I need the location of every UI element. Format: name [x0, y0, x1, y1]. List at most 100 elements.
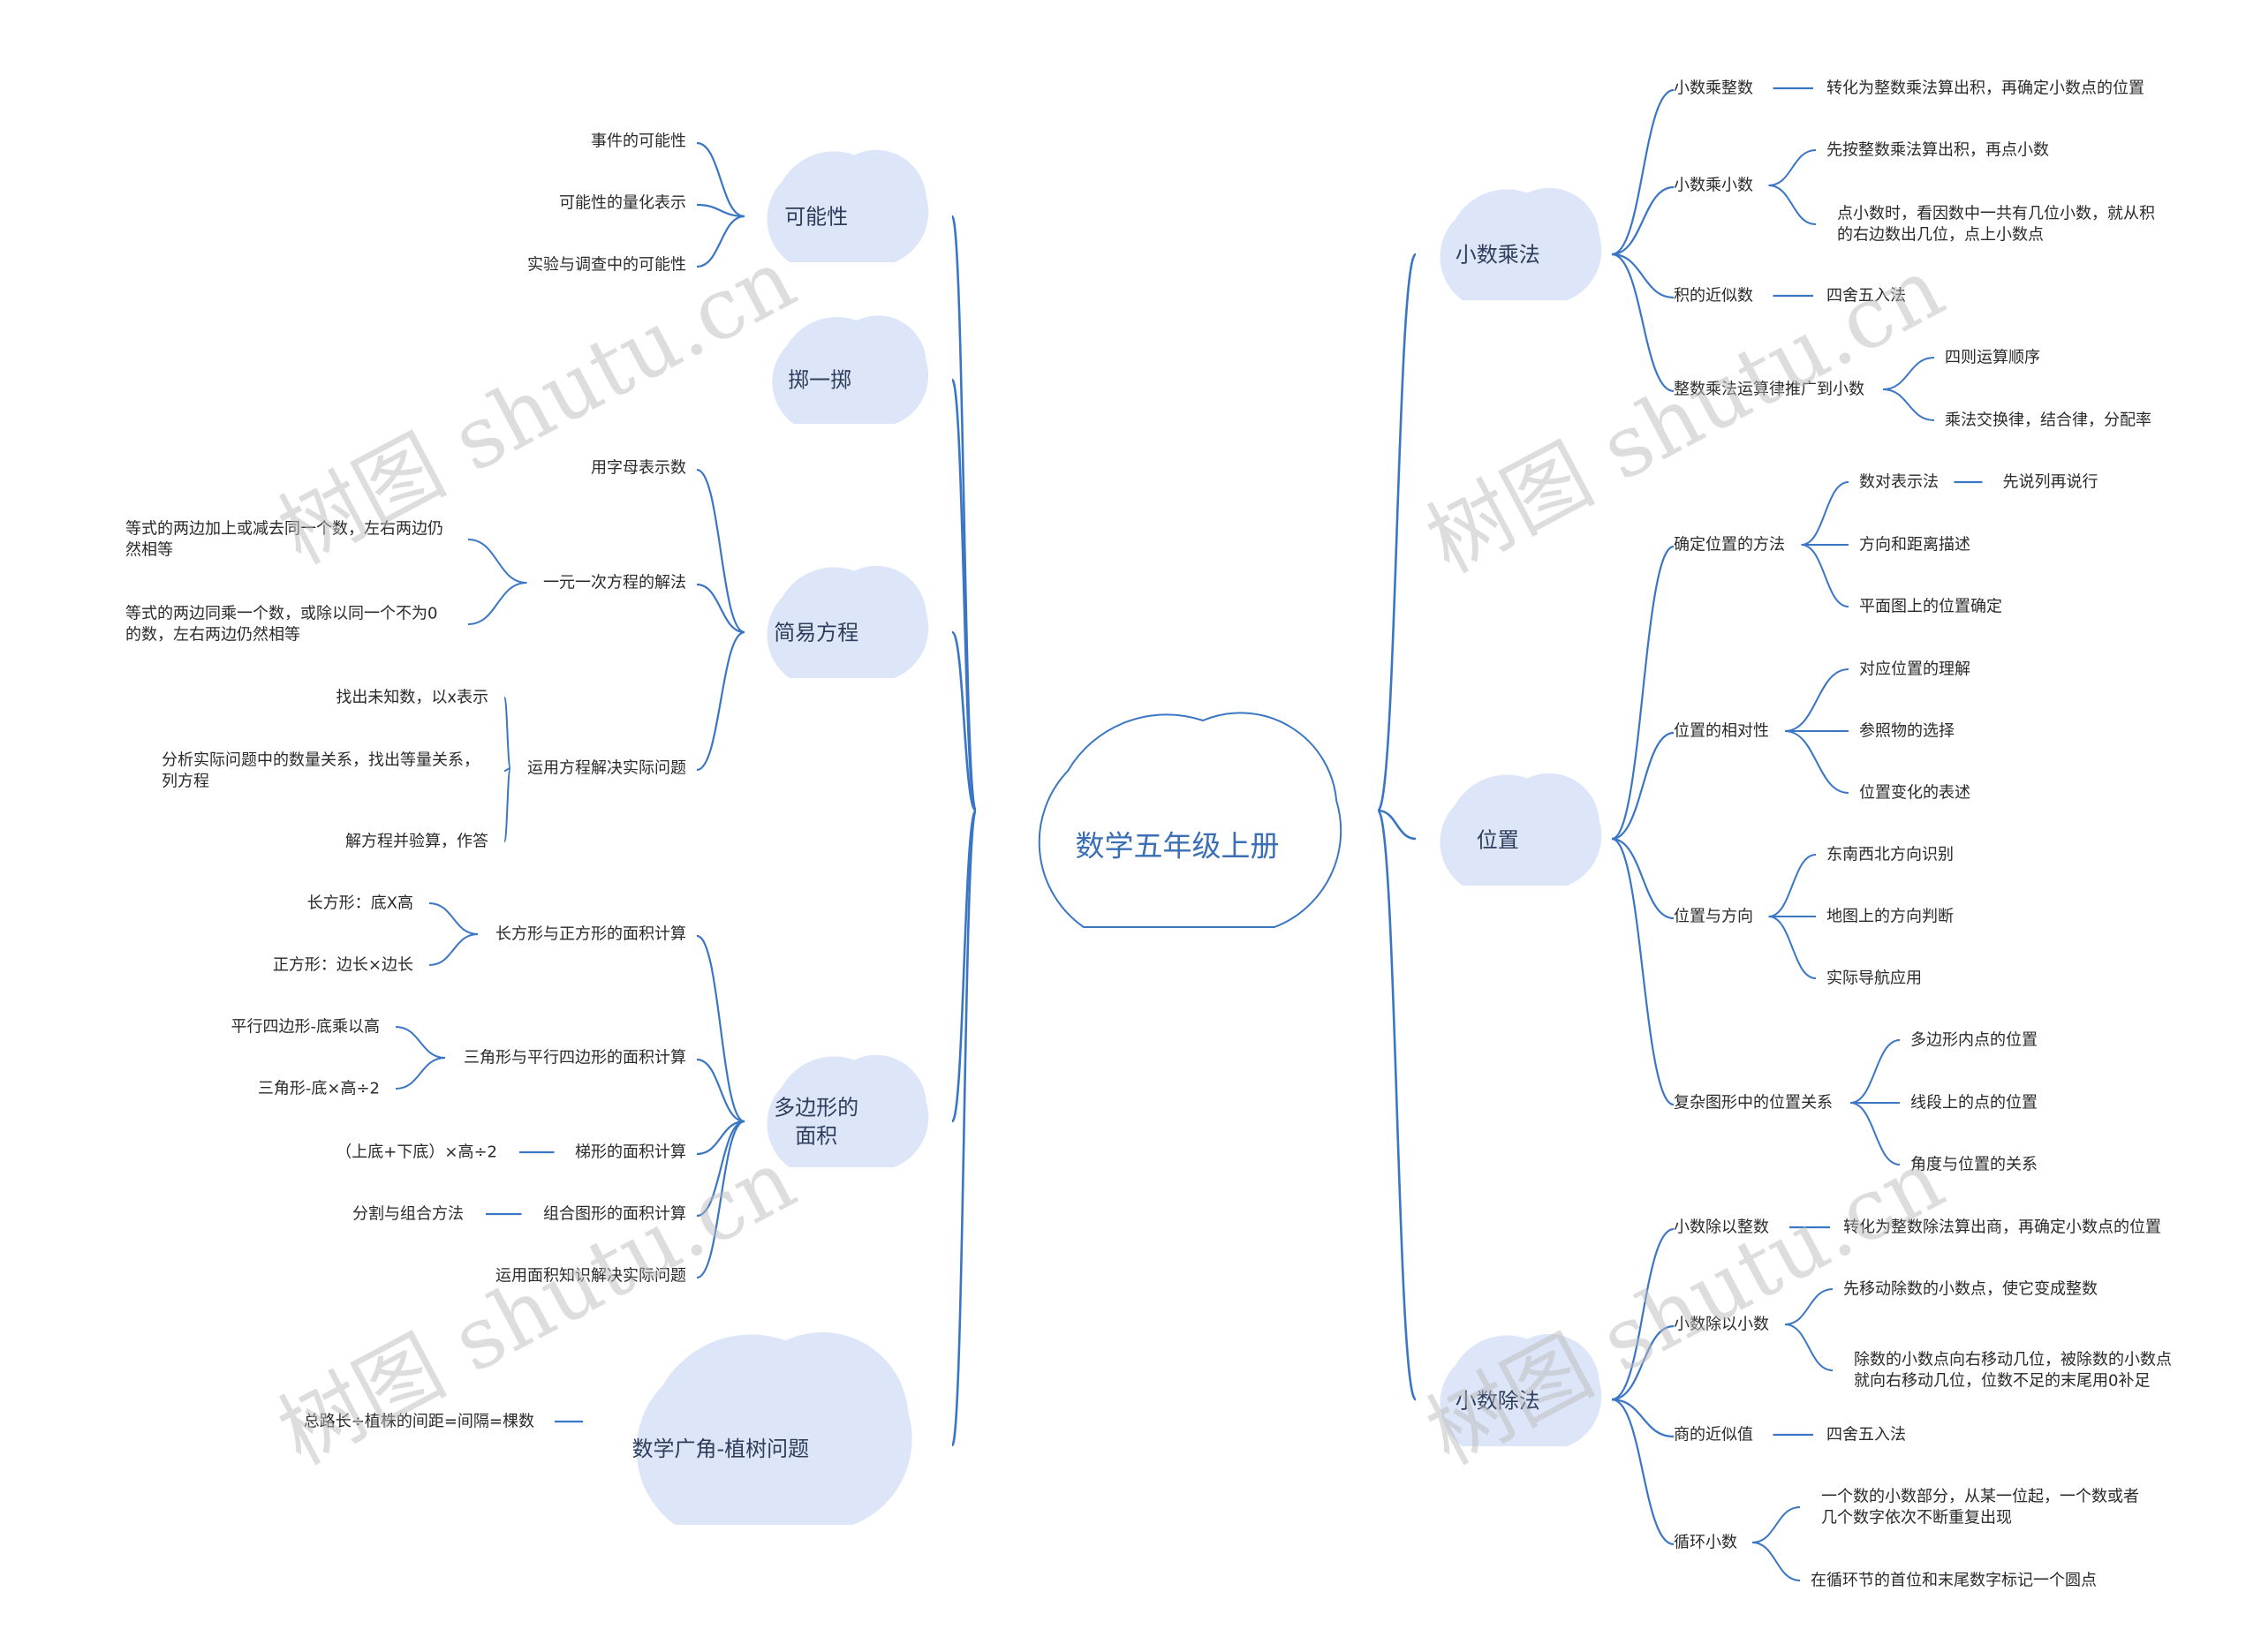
connector-line: [696, 203, 745, 218]
leaf-label: 点小数时，看因数中一共有几位小数，就从积: [1837, 205, 2155, 223]
leaf-label: 等式的两边加上或减去同一个数，左右两边仍: [125, 520, 443, 539]
leaf-label: 找出未知数，以x表示: [336, 689, 488, 707]
connector-line: [1611, 253, 1675, 299]
connector-line: [1784, 1324, 1834, 1371]
leaf-label: 乘法交换律，结合律，分配率: [1945, 411, 2151, 430]
leaf-node[interactable]: 正方形：边长×边长: [273, 956, 413, 975]
leaf-node[interactable]: 转化为整数乘法算出积，再确定小数点的位置: [1826, 79, 2144, 98]
leaf-node[interactable]: 多边形内点的位置: [1910, 1031, 2038, 1050]
leaf-label: 平面图上的位置确定: [1859, 598, 2002, 616]
subtopic-label: 长方形与正方形的面积计算: [495, 925, 686, 944]
topic-node[interactable]: 位置: [1440, 773, 1602, 886]
subtopic-node[interactable]: 小数乘整数: [1674, 79, 1753, 98]
subtopic-node[interactable]: 位置与方向: [1674, 908, 1753, 926]
subtopic-node[interactable]: 整数乘法运算律推广到小数: [1674, 381, 1864, 399]
topic-node[interactable]: 掷一掷: [772, 315, 929, 424]
subtopic-node[interactable]: 总路长÷植株的间距=间隔=棵数: [304, 1413, 534, 1431]
leaf-node[interactable]: 数对表示法: [1859, 473, 1939, 492]
leaf-node[interactable]: 三角形-底×高÷2: [258, 1080, 380, 1098]
topic-cloud-shape: [1440, 1333, 1602, 1446]
topic-node[interactable]: 数学广角-植树问题: [631, 1331, 912, 1525]
leaf-label: 的右边数出几位，点上小数点: [1837, 226, 2044, 245]
leaf-label: 长方形：底X高: [307, 894, 413, 913]
subtopic-node[interactable]: 一元一次方程的解法: [543, 574, 686, 592]
subtopic-node[interactable]: 长方形与正方形的面积计算: [495, 925, 686, 944]
connector-line: [1611, 837, 1675, 920]
leaf-node[interactable]: 先按整数乘法算出积，再点小数: [1826, 141, 2049, 160]
leaf-node[interactable]: 四舍五入法: [1826, 1426, 1906, 1445]
leaf-node[interactable]: 实际导航应用: [1826, 969, 1922, 988]
subtopic-node[interactable]: 梯形的面积计算: [575, 1143, 686, 1162]
subtopic-node[interactable]: 复杂图形中的位置关系: [1674, 1094, 1833, 1113]
topic-node[interactable]: 小数乘法: [1440, 187, 1602, 300]
leaf-node[interactable]: 分割与组合方法: [352, 1205, 464, 1224]
leaf-node[interactable]: 等式的两边加上或减去同一个数，左右两边仍然相等: [125, 520, 443, 560]
leaf-node[interactable]: 平面图上的位置确定: [1859, 598, 2002, 616]
subtopic-node[interactable]: 小数乘小数: [1674, 177, 1753, 195]
topic-node[interactable]: 简易方程: [767, 565, 929, 678]
subtopic-node[interactable]: 用字母表示数: [591, 459, 686, 478]
subtopic-node[interactable]: 三角形与平行四边形的面积计算: [464, 1049, 686, 1067]
leaf-node[interactable]: 平行四边形-底乘以高: [231, 1018, 381, 1037]
subtopic-node[interactable]: 事件的可能性: [591, 132, 686, 151]
topic-node[interactable]: 可能性: [767, 149, 929, 262]
subtopic-node[interactable]: 运用方程解决实际问题: [527, 759, 686, 778]
leaf-node[interactable]: 分析实际问题中的数量关系，找出等量关系，列方程: [162, 751, 480, 791]
topic-cloud-shape: [636, 1331, 912, 1525]
subtopic-node[interactable]: 循环小数: [1674, 1534, 1737, 1552]
leaf-node[interactable]: 对应位置的理解: [1859, 660, 1970, 679]
connector-line: [467, 539, 527, 584]
connector-line: [1882, 357, 1935, 390]
leaf-node[interactable]: 乘法交换律，结合律，分配率: [1945, 411, 2151, 430]
connector-line: [467, 582, 527, 625]
leaf-node[interactable]: 找出未知数，以x表示: [336, 689, 488, 707]
leaf-node[interactable]: 位置变化的表述: [1859, 784, 1970, 803]
leaf-node[interactable]: 先说列再说行: [2003, 473, 2098, 492]
leaf-label: 列方程: [162, 773, 209, 791]
subtopic-node[interactable]: 商的近似值: [1674, 1426, 1753, 1445]
subtopic-node[interactable]: 确定位置的方法: [1674, 536, 1785, 554]
topic-node[interactable]: 小数除法: [1440, 1333, 1602, 1446]
node-layer: 数学五年级上册 小数乘法 小数乘整数 转化为整数乘法算出积，再确定小数点的位置小数乘小…: [125, 79, 2172, 1590]
leaf-node[interactable]: 四则运算顺序: [1945, 349, 2040, 367]
connector-line: [696, 1058, 745, 1123]
subtopic-node[interactable]: 小数除以整数: [1674, 1218, 1769, 1237]
leaf-node[interactable]: 方向和距离描述: [1859, 536, 1970, 554]
leaf-node[interactable]: 角度与位置的关系: [1910, 1156, 2038, 1174]
leaf-label: 除数的小数点向右移动几位，被除数的小数点: [1854, 1351, 2172, 1369]
connector-line: [428, 902, 479, 935]
subtopic-node[interactable]: 组合图形的面积计算: [543, 1205, 686, 1224]
subtopic-node[interactable]: 运用面积知识解决实际问题: [495, 1267, 686, 1286]
topic-label: 小数除法: [1456, 1389, 1540, 1414]
leaf-node[interactable]: 先移动除数的小数点，使它变成整数: [1843, 1280, 2098, 1299]
subtopic-node[interactable]: 积的近似数: [1674, 287, 1753, 306]
leaf-node[interactable]: 东南西北方向识别: [1826, 846, 1954, 864]
subtopic-node[interactable]: 实验与调查中的可能性: [527, 256, 686, 275]
connector-line: [1611, 1398, 1675, 1546]
leaf-node[interactable]: 在循环节的首位和末尾数字标记一个圆点: [1811, 1572, 2097, 1590]
root-node[interactable]: 数学五年级上册: [1038, 712, 1342, 928]
leaf-node[interactable]: 线段上的点的位置: [1910, 1094, 2038, 1113]
connector-line: [428, 933, 479, 966]
leaf-label: 四舍五入法: [1826, 1426, 1906, 1445]
connector-line: [1768, 854, 1817, 917]
leaf-node[interactable]: （上底+下底）×高÷2: [336, 1143, 497, 1162]
leaf-node[interactable]: 参照物的选择: [1859, 722, 1955, 741]
subtopic-node[interactable]: 可能性的量化表示: [559, 194, 686, 213]
leaf-label: 四舍五入法: [1826, 287, 1906, 306]
leaf-node[interactable]: 解方程并验算，作答: [345, 833, 488, 851]
subtopic-node[interactable]: 位置的相对性: [1674, 722, 1769, 741]
subtopic-label: 位置的相对性: [1674, 722, 1769, 741]
leaf-node[interactable]: 长方形：底X高: [307, 894, 413, 913]
connector-line: [1768, 149, 1817, 186]
subtopic-node[interactable]: 小数除以小数: [1674, 1316, 1769, 1334]
subtopic-label: 事件的可能性: [591, 132, 686, 151]
leaf-node[interactable]: 转化为整数除法算出商，再确定小数点的位置: [1843, 1218, 2161, 1237]
leaf-node[interactable]: 四舍五入法: [1826, 287, 1906, 306]
leaf-node[interactable]: 地图上的方向判断: [1826, 908, 1954, 926]
